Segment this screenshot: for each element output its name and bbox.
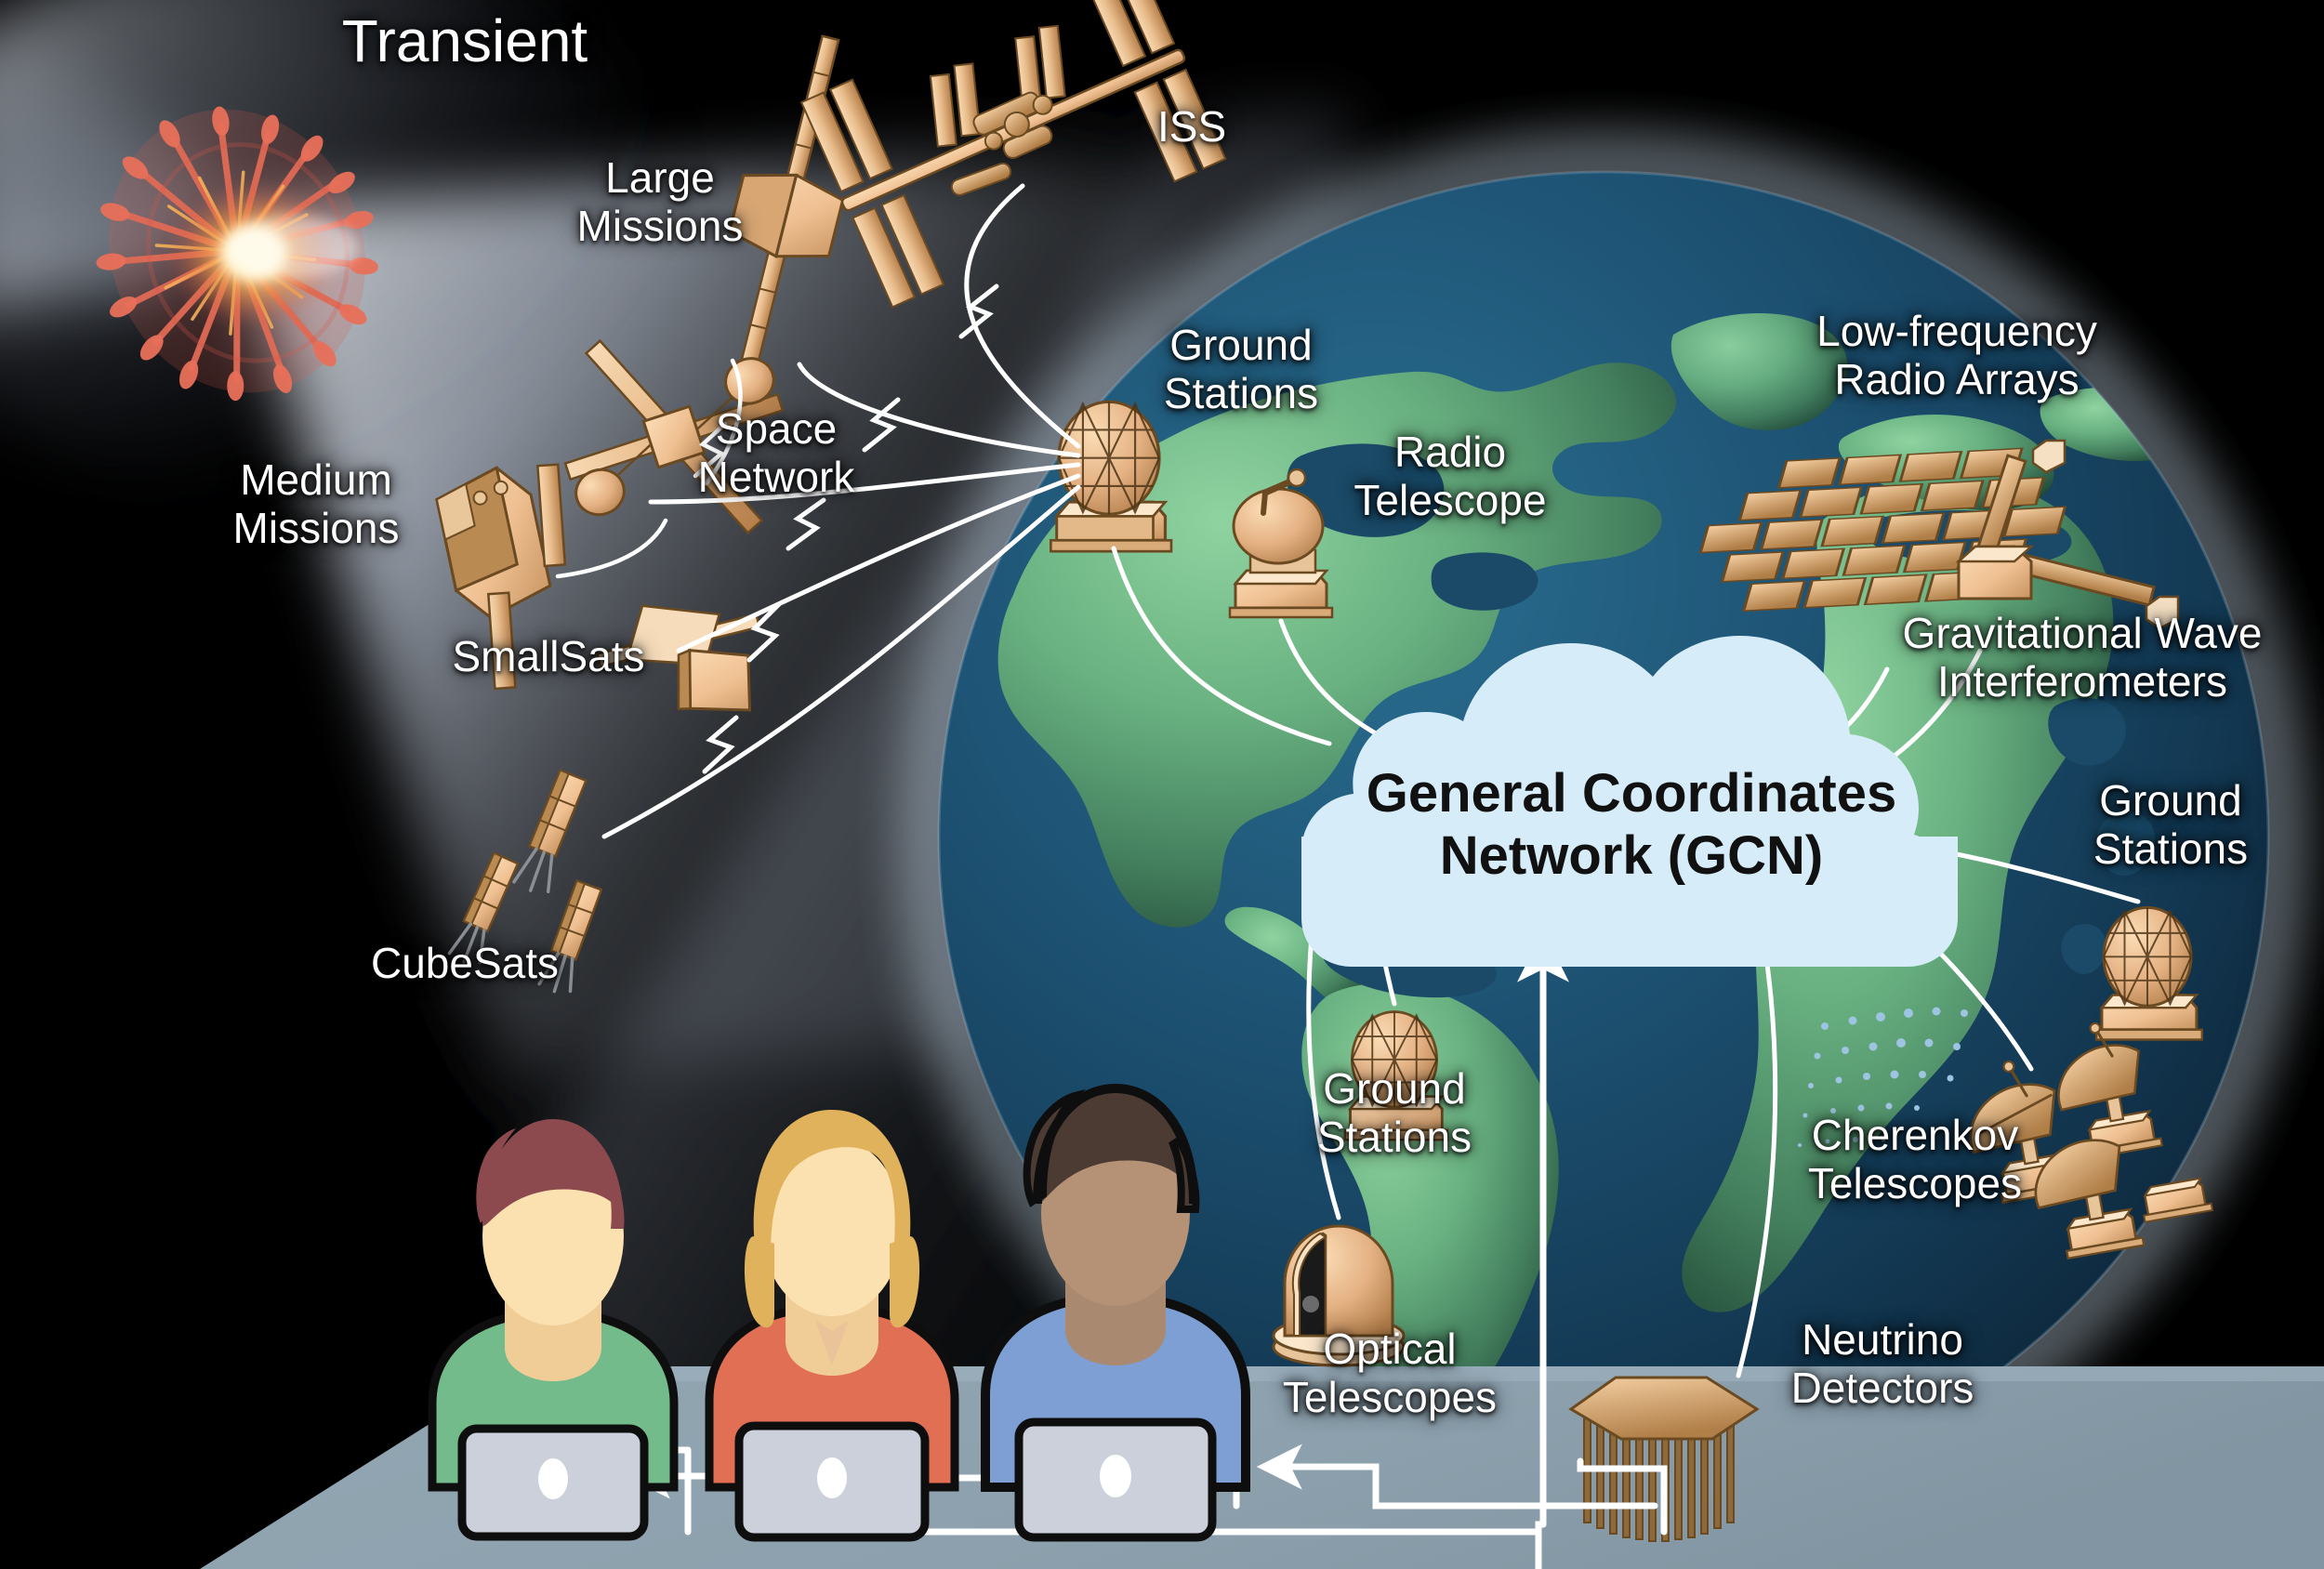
cherenkov-telescope-icon-group bbox=[1798, 1007, 2214, 1260]
gcn-to-observers-arrow bbox=[1517, 930, 1569, 1569]
space-network-relay-icon bbox=[563, 338, 785, 535]
medium-mission-relay-link bbox=[555, 518, 668, 579]
smallsat-icon bbox=[596, 604, 761, 712]
laptop-2[interactable] bbox=[734, 1421, 930, 1542]
transient-burst-icon bbox=[96, 106, 378, 402]
space-to-ground-links bbox=[601, 183, 1081, 839]
gcn-cloud-label: General Coordinates Network (GCN) bbox=[1366, 763, 1897, 887]
optical-telescope-icon bbox=[1272, 1224, 1406, 1367]
laptop-3[interactable] bbox=[1014, 1417, 1217, 1542]
rf-link-bolts bbox=[702, 283, 999, 774]
gcn-cloud-shape[interactable] bbox=[1301, 636, 1958, 967]
gravitational-wave-interferometer-icon bbox=[1955, 439, 2180, 630]
air-shower-dots bbox=[1798, 1007, 1968, 1147]
radio-telescope-icon bbox=[1228, 468, 1334, 619]
iss-icon bbox=[799, 0, 1227, 309]
medium-missions-satellite-icon bbox=[435, 463, 567, 691]
ground-station-east-icon bbox=[2094, 905, 2204, 1041]
laptop-arrow-right bbox=[1256, 1444, 1658, 1510]
ground-station-north-icon bbox=[1050, 400, 1173, 553]
cubesat-icon-group bbox=[447, 768, 603, 994]
laptop-1[interactable] bbox=[457, 1424, 649, 1541]
ground-station-south-icon bbox=[1343, 1010, 1449, 1141]
large-mission-relay-bolt bbox=[693, 358, 743, 486]
